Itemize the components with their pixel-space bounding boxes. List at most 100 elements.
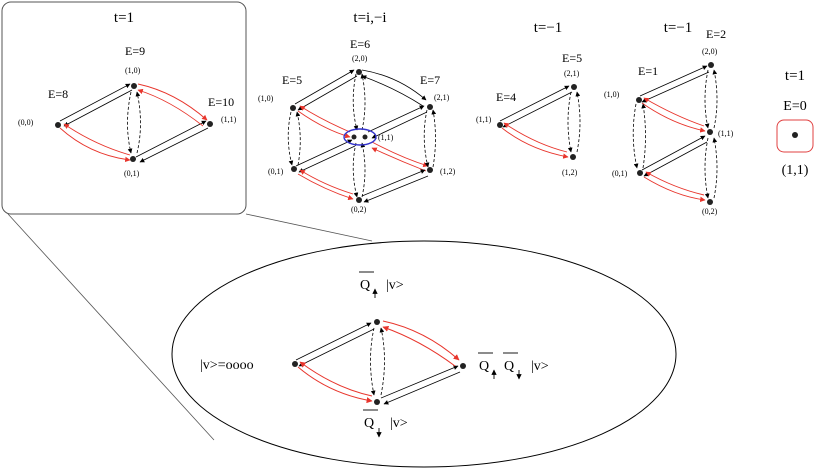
node — [374, 319, 380, 325]
arrow — [287, 111, 294, 166]
arrow — [297, 173, 354, 201]
energy-label: E=1 — [638, 64, 658, 78]
node — [636, 97, 642, 103]
coord-label: (2,1) — [564, 69, 580, 78]
panel-title: t=i,−i — [353, 10, 386, 26]
arrow — [298, 328, 375, 367]
coord-label: (1,1) — [221, 115, 237, 124]
arrow — [371, 141, 429, 168]
coord-label: (2,0) — [702, 47, 718, 56]
arrow — [499, 85, 570, 122]
arrow — [371, 147, 427, 172]
arrow — [382, 325, 456, 367]
inset-frame — [1, 1, 247, 215]
node — [207, 121, 213, 127]
arrow — [503, 122, 568, 153]
degenerate-ring — [343, 128, 377, 146]
arrow — [295, 139, 353, 167]
arrow — [59, 83, 131, 122]
arrow — [297, 110, 351, 139]
arrow — [641, 71, 710, 103]
node — [708, 62, 714, 68]
panel-title: t=1 — [114, 10, 134, 26]
coord-label: (1,1) — [718, 129, 734, 138]
arrow — [137, 88, 204, 127]
coord-label: (0,1) — [124, 169, 140, 178]
panel-ti-e5-7: t=i,−i E — [258, 10, 456, 214]
coord-label: (0,1) — [612, 169, 628, 178]
arrow — [63, 89, 133, 127]
arrow — [352, 73, 359, 131]
arrow — [295, 322, 372, 361]
energy-label: E=4 — [496, 90, 516, 104]
node — [460, 363, 466, 369]
node — [292, 361, 298, 367]
arrow — [383, 371, 461, 405]
arrow — [639, 65, 708, 97]
arrow — [360, 73, 366, 131]
arrow — [379, 327, 385, 396]
energy-label: E=10 — [208, 95, 234, 109]
arrow — [712, 69, 718, 129]
arrow — [297, 366, 373, 404]
arrow — [299, 169, 354, 195]
zoom-connector-left — [7, 213, 215, 441]
arrow — [361, 75, 424, 107]
panel-title: t=−1 — [664, 20, 693, 36]
node — [362, 134, 368, 140]
node — [356, 197, 362, 203]
node — [290, 105, 296, 111]
q-operator: Q — [360, 278, 370, 293]
arrow — [501, 127, 569, 159]
energy-label: E=8 — [48, 87, 68, 101]
coord-label: (1,2) — [562, 168, 578, 177]
arrow — [63, 123, 131, 156]
panel-tm1-e1-2: t=−1 E=1 E=2 (1,0) (2,0) (1,1) (0,1) (0,… — [604, 20, 734, 216]
arrow — [127, 91, 133, 154]
coord-label: (1,0) — [125, 66, 141, 75]
q-operator: Q — [364, 416, 374, 431]
coord-label: (1,0) — [604, 90, 620, 99]
arrow — [423, 109, 430, 168]
arrow — [380, 365, 459, 399]
arrow — [295, 111, 301, 166]
right-state-label: Q Q |v> — [478, 352, 549, 380]
coord-label: (2,0) — [352, 54, 368, 63]
singlet-box — [776, 119, 814, 153]
arrow — [361, 69, 427, 101]
panel-t1-e0: t=1 E=0 (1,1) — [776, 68, 814, 178]
arrow — [641, 135, 706, 171]
arrow — [567, 91, 573, 153]
panel-tm1-e4-5: t=−1 E=4 E=5 (1,1) (2,1) (1,2) — [476, 20, 582, 177]
node — [427, 104, 433, 110]
arrow — [370, 327, 376, 396]
arrow — [371, 111, 428, 139]
coord-label: (0,1) — [268, 167, 284, 176]
arrow — [352, 142, 359, 198]
node — [707, 199, 713, 205]
arrow — [297, 75, 358, 111]
arrow — [298, 145, 356, 173]
energy-label: E=9 — [125, 44, 145, 58]
node — [351, 134, 357, 140]
arrow — [643, 97, 705, 127]
arrow — [575, 91, 581, 153]
arrow — [641, 103, 647, 169]
coord-label: (1,0) — [258, 94, 274, 103]
coord-label: (0,2) — [702, 207, 718, 216]
arrow — [299, 361, 373, 397]
node — [427, 167, 433, 173]
zoom-ellipse — [171, 240, 677, 468]
vacuum-label: |v>=oooo — [200, 358, 254, 373]
node — [570, 154, 576, 160]
node — [55, 122, 61, 128]
coord-label: (1,1) — [378, 133, 394, 142]
arrow — [360, 142, 366, 198]
coord-label: (0,0) — [18, 118, 34, 127]
arrow — [363, 175, 429, 203]
energy-label: E=5 — [282, 73, 302, 87]
coord-label: (1,2) — [440, 167, 456, 176]
arrow — [382, 320, 460, 361]
arrow — [643, 176, 706, 203]
